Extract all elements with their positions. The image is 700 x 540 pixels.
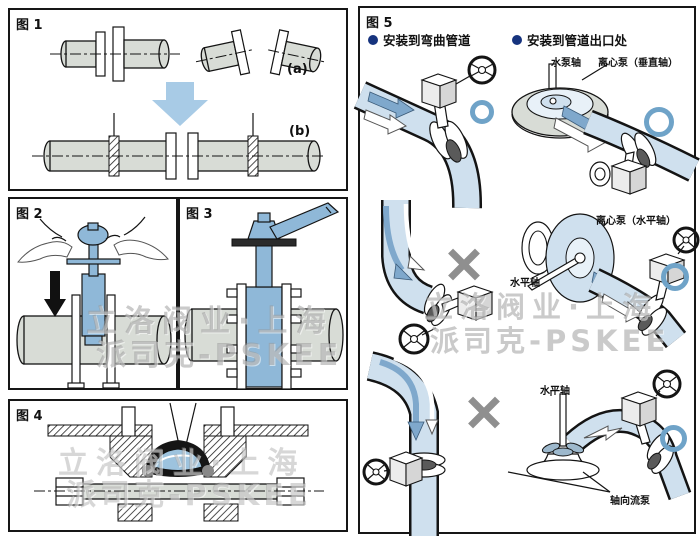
gear-actuator	[398, 285, 494, 355]
bullet-icon	[368, 34, 378, 45]
hands	[17, 216, 169, 263]
flow-arrow-icon	[383, 205, 405, 272]
correct-circle-mark	[661, 263, 689, 291]
watermark-text: 派司克-PSKEE	[66, 478, 313, 513]
legend-outlet: 安装到管道出口处	[512, 30, 627, 49]
installed-butterfly-valve	[226, 202, 340, 390]
gear-actuator	[620, 369, 682, 445]
label-horizontal-shaft-row3: 水平轴	[540, 386, 570, 397]
handwheel-icon	[652, 369, 682, 399]
aligned-pipeline	[32, 113, 324, 180]
axial-pump	[526, 393, 600, 481]
legend-bend-pipe: 安装到弯曲管道	[368, 30, 471, 49]
through-bolt	[34, 477, 324, 506]
fig5-label: 图 5	[366, 16, 393, 31]
fig3-label: 图 3	[186, 207, 213, 222]
flanged-valve	[646, 432, 675, 474]
fig5-row1-left-drawing	[353, 55, 497, 209]
flanged-valve	[429, 120, 468, 163]
panel-fig1: 图 1 (a) (b)	[8, 8, 348, 191]
fig5-row2-left-drawing	[381, 200, 494, 355]
label-axial-flow-pump: 轴向流泵	[610, 496, 650, 507]
gear-actuator	[420, 55, 497, 109]
pump-shaft	[559, 393, 567, 447]
watermark-text: 派司克-PSKEE	[430, 324, 670, 358]
flow-arrow-icon	[393, 355, 435, 422]
label-pump-shaft-row1: 水泵轴	[551, 58, 581, 69]
panel-fig4: 图 4	[8, 399, 348, 532]
fig2-label: 图 2	[16, 207, 43, 222]
flanged-valve	[620, 132, 657, 168]
legend-outlet-text: 安装到管道出口处	[527, 33, 628, 48]
flange-section-hatched	[47, 406, 309, 478]
flanged-valve	[637, 293, 668, 336]
fig5-row3-left-drawing	[362, 351, 446, 536]
watermark-text: 立洛阀业·上海	[58, 446, 306, 481]
fig4-drawing	[34, 402, 324, 522]
fig1-drawing	[32, 26, 325, 180]
fig3-drawing	[184, 202, 344, 390]
correct-circle-mark	[470, 100, 494, 124]
wafer-valve	[66, 222, 121, 346]
big-down-arrow-icon	[152, 82, 208, 126]
flow-arrow-icon	[403, 203, 419, 262]
legend-bend-text: 安装到弯曲管道	[383, 33, 471, 48]
fig5-row2-right-drawing	[521, 213, 700, 349]
panel-fig2: 图 2	[8, 197, 178, 390]
rubber-seat-seal	[142, 440, 214, 477]
fig4-label: 图 4	[16, 409, 43, 424]
label-centrifugal-horizontal: 离心泵（水平轴）	[596, 216, 676, 227]
fig5-row1-right-drawing	[511, 63, 700, 195]
incorrect-cross-mark	[467, 395, 501, 429]
watermark-text: 立洛阀业·上海	[86, 304, 334, 339]
gear-actuator	[589, 151, 648, 195]
label-horizontal-shaft-row2: 水平轴	[510, 278, 540, 289]
flow-arrow-icon	[583, 425, 623, 441]
flow-arrow-icon	[601, 293, 643, 323]
panel-fig3: 图 3	[178, 197, 348, 390]
handwheel-icon	[467, 55, 497, 85]
fig2-drawing	[16, 216, 172, 389]
handwheel-icon	[398, 323, 430, 355]
flow-arrow-icon	[367, 91, 415, 119]
bullet-icon	[512, 34, 522, 45]
lever-handle	[269, 202, 340, 240]
misaligned-flange-pair	[195, 29, 325, 76]
aligned-flange-pair	[50, 26, 180, 82]
insert-down-arrow-icon	[44, 271, 66, 317]
flow-arrow-icon	[363, 109, 408, 135]
gear-actuator	[362, 451, 424, 487]
panel-fig5: 图 5 安装到弯曲管道 安装到管道出口处 水泵轴 离心泵（垂直轴） 离心泵（水平…	[353, 6, 700, 536]
label-centrifugal-vertical: 离心泵（垂直轴）	[598, 58, 678, 69]
incorrect-cross-mark	[447, 247, 481, 281]
fig1-label: 图 1	[16, 18, 43, 33]
correct-circle-mark	[644, 107, 674, 137]
watermark-text: 派司克-PSKEE	[96, 338, 343, 373]
fig1-sublabel-b: (b)	[289, 124, 311, 139]
flow-arrow-icon	[379, 359, 419, 426]
handwheel-icon	[362, 458, 390, 486]
handwheel-icon	[672, 226, 700, 254]
correct-circle-mark	[660, 425, 687, 452]
watermark-text: 立洛阀业·上海	[424, 290, 659, 324]
fig1-sublabel-a: (a)	[287, 62, 308, 77]
